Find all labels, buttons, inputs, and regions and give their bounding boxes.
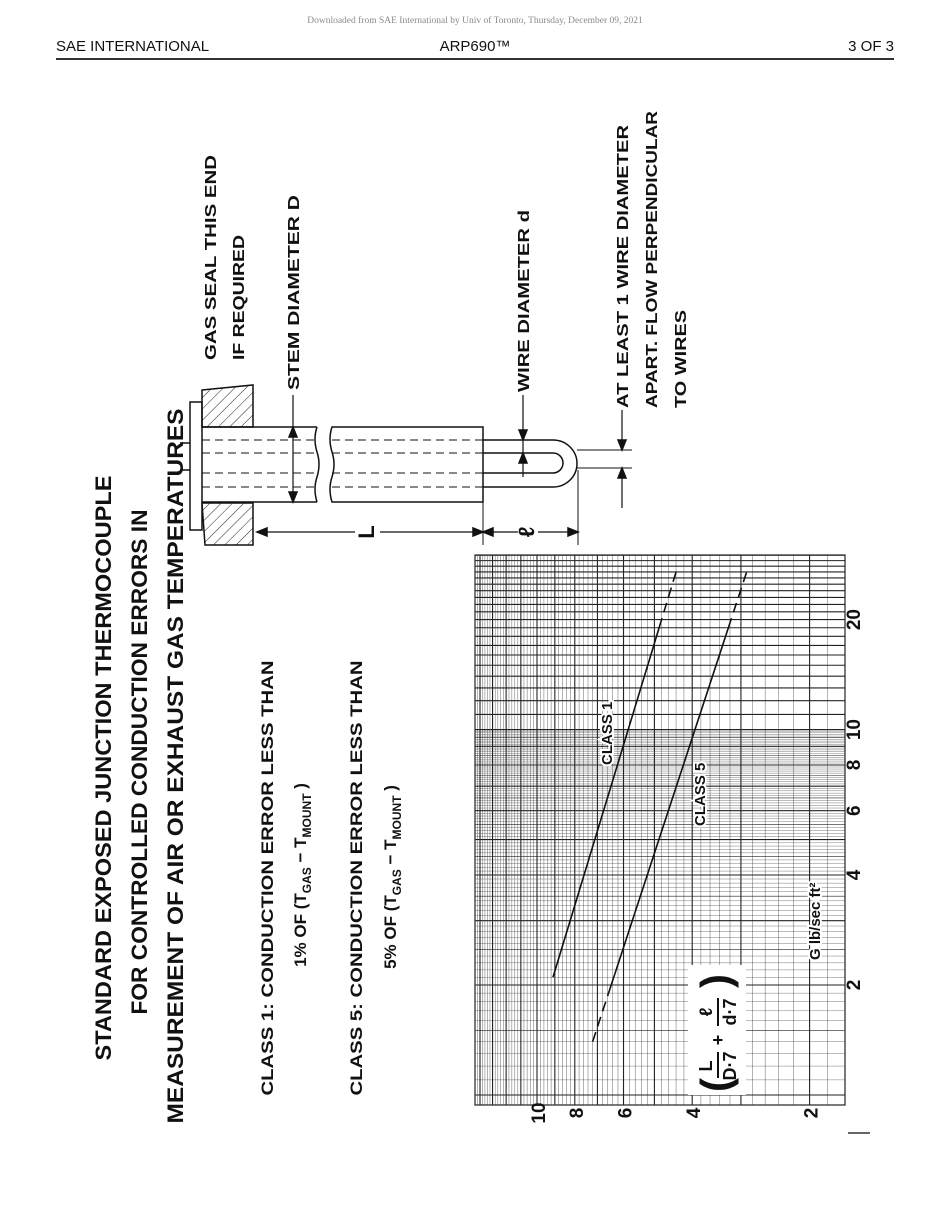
wire-diameter-arrows (517, 429, 529, 464)
series-class5-line (607, 627, 730, 994)
spacing-label-1: AT LEAST 1 WIRE DIAMETER (615, 124, 632, 408)
class1-description: CLASS 1: CONDUCTION ERROR LESS THAN (258, 661, 277, 1096)
y-tick-label: 6 (616, 1108, 637, 1119)
y-tick-label: 4 (684, 1107, 705, 1118)
series-class5-dashed (591, 992, 610, 1042)
x-tick-label: 2 (844, 980, 865, 991)
ylabel-plus: + (708, 1035, 728, 1046)
ylabel-open-paren: ( (692, 1078, 739, 1092)
spacing-label-2: APART. FLOW PERPENDICULAR (644, 110, 661, 408)
class1-formula: 1% OF (TGAS − TMOUNT ) (291, 783, 314, 967)
mount-flange (189, 401, 203, 531)
class1-sub-mount: MOUNT (300, 793, 314, 838)
class5-sub-gas: GAS (390, 869, 404, 895)
class1-post: ) (291, 783, 310, 793)
ylabel-L: L (696, 1061, 716, 1072)
mount-wall-lower (201, 502, 254, 546)
wire-loop-junction (483, 439, 578, 488)
chart: 10 8 6 4 2 2 4 6 8 10 20 CLASS 1 CLASS 5 G lb/sec… (474, 554, 865, 1124)
ylabel-l: ℓ (696, 1007, 716, 1016)
class5-description: CLASS 5: CONDUCTION ERROR LESS THAN (347, 661, 366, 1096)
x-tick-label: 8 (844, 760, 865, 771)
series-class1-dashed (658, 571, 677, 628)
ylabel-D: D·7 (720, 1051, 740, 1080)
download-notice: Downloaded from SAE International by Uni… (307, 16, 643, 26)
stem-diameter-label: STEM DIAMETER D (286, 195, 303, 390)
y-tick-label: 2 (802, 1108, 823, 1119)
class5-mid: − T (381, 839, 400, 869)
x-tick-label: 4 (844, 869, 865, 880)
y-tick-label: 10 (529, 1102, 550, 1123)
spacing-arrows (616, 439, 628, 479)
class5-pre: 5% OF (T (381, 895, 400, 969)
ylabel-d: d·7 (720, 999, 740, 1026)
figure-title-line-2: FOR CONTROLLED CONDUCTION ERRORS IN (127, 510, 152, 1015)
l-label: ℓ (514, 526, 539, 537)
class1-mid: − T (291, 837, 310, 867)
header-page-number: 3 OF 3 (848, 38, 894, 55)
x-tick-label: 6 (844, 805, 865, 816)
class1-pre: 1% OF (T (291, 893, 310, 967)
stem-diameter-arrows (287, 424, 299, 505)
class1-sub-gas: GAS (300, 867, 314, 893)
ylabel-close-paren: ) (692, 974, 739, 988)
figure-title-line-3: MEASUREMENT OF AIR OR EXHAUST GAS TEMPER… (163, 409, 188, 1124)
class5-post: ) (381, 785, 400, 795)
series-class5-dashed (727, 571, 748, 628)
gas-seal-label-2: IF REQUIRED (231, 235, 248, 360)
x-tick-label: 10 (844, 719, 865, 740)
y-tick-labels: 10 8 6 4 2 (529, 1102, 823, 1123)
spacing-label-3: TO WIRES (673, 310, 690, 408)
dimension-arrows (254, 526, 581, 538)
x-axis-label: G lb/sec ft² (807, 882, 824, 960)
x-tick-label: 20 (844, 609, 865, 630)
chart-curves (552, 571, 748, 1042)
series-label-class5: CLASS 5 (692, 763, 709, 826)
chart-grid (474, 554, 846, 1106)
L-label: L (354, 525, 379, 538)
stem-section-1 (202, 426, 320, 503)
gas-seal-label-1: GAS SEAL THIS END (203, 155, 220, 360)
header-org: SAE INTERNATIONAL (56, 38, 210, 55)
figure-title-line-1: STANDARD EXPOSED JUNCTION THERMOCOUPLE (91, 476, 116, 1061)
wire-diameter-label: WIRE DIAMETER d (516, 210, 533, 392)
mount-wall-upper (201, 384, 254, 428)
stem-section-2 (329, 426, 484, 503)
thermocouple-drawing (180, 384, 632, 546)
class5-formula: 5% OF (TGAS − TMOUNT ) (381, 785, 404, 969)
x-tick-labels: 2 4 6 8 10 20 (844, 609, 865, 990)
internal-wires (202, 439, 483, 488)
y-tick-label: 8 (567, 1108, 588, 1119)
header-doc-number: ARP690™ (439, 38, 511, 55)
y-axis-label: ( L D·7 + ℓ d·7 ) (688, 965, 746, 1095)
series-label-class1: CLASS 1 (599, 702, 616, 765)
page-header: SAE INTERNATIONAL ARP690™ 3 OF 3 (56, 38, 894, 60)
series-class1-line (552, 627, 660, 978)
class5-sub-mount: MOUNT (390, 795, 404, 840)
